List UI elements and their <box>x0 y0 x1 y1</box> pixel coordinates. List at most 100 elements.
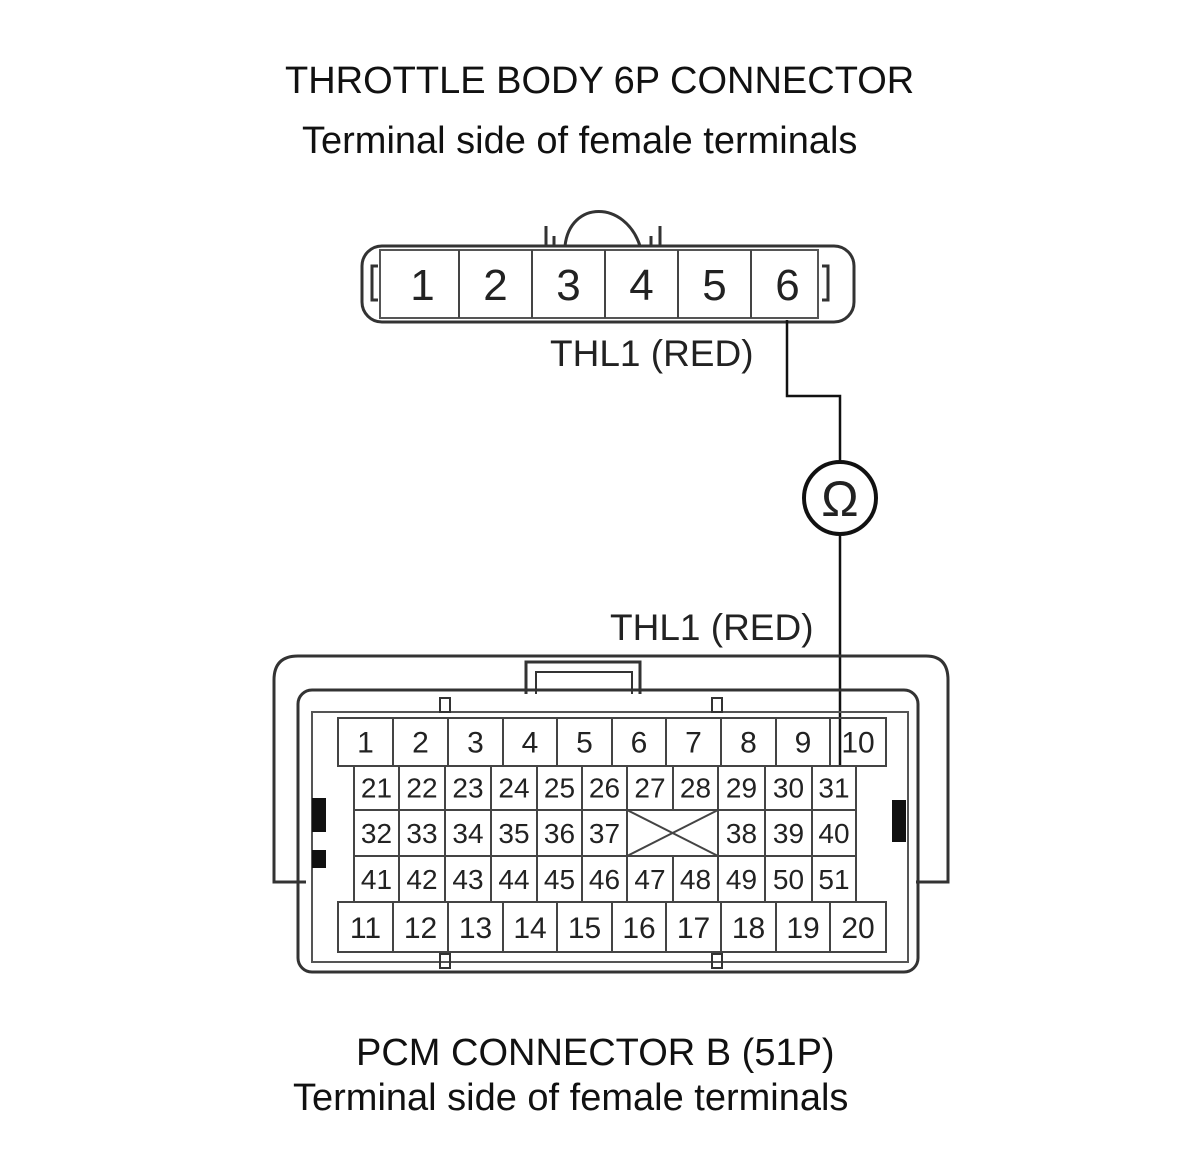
pcm-terminal-label: 22 <box>406 773 437 804</box>
pcm-terminal-label: 25 <box>544 773 575 804</box>
pcm-terminal-label: 27 <box>634 773 665 804</box>
pcm-terminal-19: 19 <box>775 901 831 953</box>
pcm-terminal-label: 46 <box>589 864 620 895</box>
pcm-terminal-label: 36 <box>544 818 575 849</box>
pcm-side-key-left <box>312 798 326 832</box>
pcm-terminal-9: 9 <box>775 717 831 767</box>
pcm-terminal-label: 51 <box>818 864 849 895</box>
connector-side-tab-right <box>822 264 830 302</box>
pcm-terminal-23: 23 <box>444 765 492 811</box>
pcm-terminal-label: 37 <box>589 818 620 849</box>
pcm-terminal-label: 41 <box>361 864 392 895</box>
pcm-terminal-2: 2 <box>392 717 449 767</box>
pcm-terminal-17: 17 <box>665 901 722 953</box>
pcm-connector <box>272 654 950 974</box>
pcm-terminal-48: 48 <box>672 855 719 903</box>
pcm-terminal-label: 13 <box>459 912 492 945</box>
throttle-body-connector <box>360 210 856 324</box>
pcm-terminal-label: 24 <box>498 773 529 804</box>
pcm-terminal-label: 3 <box>467 727 484 760</box>
throttle-terminal-3: 3 <box>531 250 581 318</box>
pcm-terminal-42: 42 <box>398 855 446 903</box>
pcm-terminal-label: 35 <box>498 818 529 849</box>
pcm-terminal-29: 29 <box>717 765 766 811</box>
pcm-terminal-46: 46 <box>581 855 628 903</box>
pcm-terminal-36: 36 <box>536 809 583 857</box>
pcm-terminal-12: 12 <box>392 901 449 953</box>
ohmmeter[interactable]: Ω <box>802 460 878 536</box>
pcm-terminal-43: 43 <box>444 855 492 903</box>
pcm-terminal-label: 19 <box>786 912 819 945</box>
pcm-connector-shroud <box>272 654 950 884</box>
pcm-terminal-label: 16 <box>622 912 655 945</box>
pcm-terminal-6: 6 <box>611 717 667 767</box>
pcm-terminal-27: 27 <box>626 765 674 811</box>
throttle-terminal-label: 1 <box>410 261 434 310</box>
pcm-terminal-label: 31 <box>818 773 849 804</box>
pcm-terminal-label: 33 <box>406 818 437 849</box>
pcm-terminal-47: 47 <box>626 855 674 903</box>
pcm-terminal-35: 35 <box>490 809 538 857</box>
pcm-terminal-label: 48 <box>680 864 711 895</box>
pcm-terminal-26: 26 <box>581 765 628 811</box>
pcm-terminal-18: 18 <box>720 901 777 953</box>
pcm-terminal-label: 39 <box>773 818 804 849</box>
pcm-terminal-label: 49 <box>726 864 757 895</box>
pcm-terminal-label: 7 <box>685 727 702 760</box>
pcm-terminal-38: 38 <box>717 809 766 857</box>
throttle-terminal-1: 1 <box>410 261 434 310</box>
ohm-symbol: Ω <box>821 471 858 527</box>
pcm-terminal-label: 11 <box>350 912 381 945</box>
pcm-terminal-label: 40 <box>818 818 849 849</box>
pcm-terminal-45: 45 <box>536 855 583 903</box>
throttle-terminal-6: 6 <box>750 250 800 318</box>
pcm-terminal-label: 12 <box>404 912 437 945</box>
pcm-terminal-label: 5 <box>576 727 593 760</box>
throttle-wire-label: THL1 (RED) <box>550 333 754 374</box>
pcm-terminal-label: 10 <box>841 727 874 760</box>
pcm-terminal-label: 6 <box>631 727 648 760</box>
throttle-terminal-label: 2 <box>483 261 507 310</box>
pcm-terminal-24: 24 <box>490 765 538 811</box>
pcm-connector-subtitle: Terminal side of female terminals <box>293 1077 849 1119</box>
pcm-terminal-label: 38 <box>726 818 757 849</box>
pcm-terminal-label: 2 <box>412 727 429 760</box>
pcm-terminal-label: 20 <box>841 912 874 945</box>
pcm-terminal-label: 42 <box>406 864 437 895</box>
throttle-terminal-label: 4 <box>629 261 653 310</box>
pcm-terminal-label: 30 <box>773 773 804 804</box>
pcm-blank-cavity <box>626 809 719 857</box>
connector-latch <box>544 210 662 247</box>
pcm-side-key-left-small <box>312 850 326 868</box>
throttle-connector-title: THROTTLE BODY 6P CONNECTOR <box>285 60 915 102</box>
test-lead-wire-upper <box>785 320 842 465</box>
pcm-terminal-50: 50 <box>764 855 813 903</box>
pcm-terminal-5: 5 <box>556 717 613 767</box>
pcm-terminal-label: 14 <box>513 912 546 945</box>
pcm-terminal-25: 25 <box>536 765 583 811</box>
pcm-terminal-40: 40 <box>811 809 857 857</box>
pcm-terminal-16: 16 <box>611 901 667 953</box>
pcm-terminal-28: 28 <box>672 765 719 811</box>
pcm-terminal-41: 41 <box>353 855 400 903</box>
pcm-terminal-label: 18 <box>732 912 765 945</box>
pcm-terminal-44: 44 <box>490 855 538 903</box>
pcm-terminal-label: 9 <box>795 727 812 760</box>
pcm-terminal-label: 44 <box>498 864 529 895</box>
pcm-terminal-8: 8 <box>720 717 777 767</box>
throttle-terminal-5: 5 <box>677 250 727 318</box>
throttle-terminal-4: 4 <box>604 250 654 318</box>
pcm-terminal-13: 13 <box>447 901 504 953</box>
pcm-terminal-32: 32 <box>353 809 400 857</box>
throttle-terminal-label: 6 <box>775 261 799 310</box>
pcm-connector-title: PCM CONNECTOR B (51P) <box>356 1032 835 1074</box>
pcm-terminal-label: 28 <box>680 773 711 804</box>
pcm-terminal-21: 21 <box>353 765 400 811</box>
pcm-terminal-label: 45 <box>544 864 575 895</box>
pcm-side-key-right <box>892 800 906 842</box>
pcm-lock-tab <box>524 660 642 694</box>
connector-side-tab-left <box>370 264 378 302</box>
